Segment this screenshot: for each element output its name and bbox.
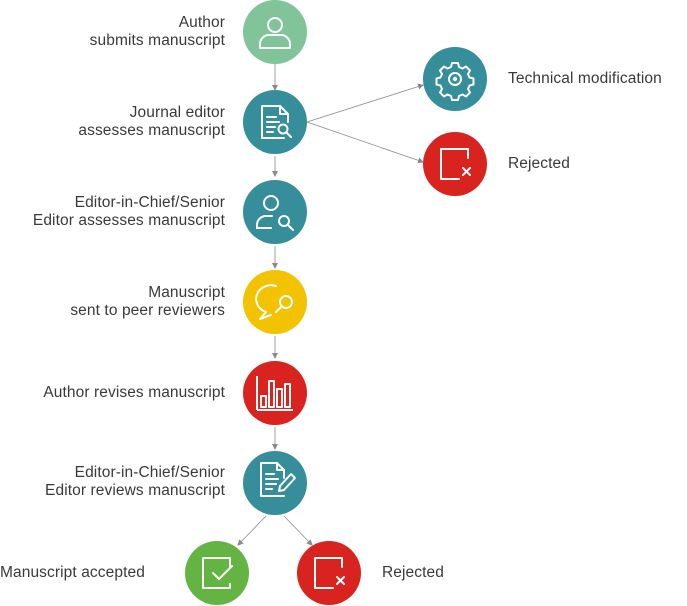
reject-box-icon	[440, 148, 471, 180]
label-submit-line1: Author	[178, 14, 225, 31]
label-senior-review: Editor-in-Chief/Senior Editor reviews ma…	[45, 464, 225, 500]
label-senior-assess: Editor-in-Chief/Senior Editor assesses m…	[33, 194, 225, 230]
node-reject-early	[423, 132, 487, 196]
person-icon	[259, 17, 291, 49]
arrow-review-to-rejected	[283, 515, 313, 546]
gear-icon	[435, 62, 475, 101]
accept-box-icon	[202, 557, 233, 589]
node-reject-final	[297, 541, 361, 605]
node-peer-review	[243, 270, 307, 334]
node-senior-review	[243, 451, 307, 515]
label-submit-line2: submits manuscript	[89, 32, 225, 49]
label-assess: Journal editor assesses manuscript	[78, 104, 225, 140]
chat-search-icon	[255, 284, 293, 320]
person-search-icon	[256, 195, 294, 231]
node-senior-assess	[243, 180, 307, 244]
node-technical	[423, 47, 487, 111]
label-senior-review-line1: Editor-in-Chief/Senior	[74, 464, 225, 481]
label-technical-line1: Technical modification	[508, 70, 662, 87]
label-senior-review-line2: Editor reviews manuscript	[45, 482, 225, 499]
label-reject-early: Rejected	[508, 155, 570, 173]
document-edit-icon	[260, 462, 296, 497]
node-accepted	[185, 541, 249, 605]
label-accepted: Manuscript accepted	[0, 564, 145, 582]
label-revise-line1: Author revises manuscript	[43, 384, 225, 401]
arrow-assess-to-technical	[306, 83, 424, 123]
arrow-assess-to-rejected	[306, 121, 424, 164]
label-peer-review-line2: sent to peer reviewers	[70, 302, 225, 319]
label-reject-final-line1: Rejected	[382, 564, 444, 581]
label-reject-final: Rejected	[382, 564, 444, 582]
node-revise	[243, 361, 307, 425]
label-submit: Author submits manuscript	[90, 14, 225, 50]
label-assess-line1: Journal editor	[129, 104, 225, 121]
label-peer-review-line1: Manuscript	[148, 284, 225, 301]
arrow-review-to-accepted	[237, 515, 267, 546]
label-technical: Technical modification	[508, 70, 662, 88]
label-reject-early-line1: Rejected	[508, 155, 570, 172]
label-peer-review: Manuscript sent to peer reviewers	[70, 284, 225, 320]
label-accepted-line1: Manuscript accepted	[0, 564, 145, 581]
node-submit	[243, 0, 307, 64]
label-senior-assess-line1: Editor-in-Chief/Senior	[74, 194, 225, 211]
node-assess	[243, 90, 307, 154]
bar-chart-icon	[256, 376, 293, 411]
label-revise: Author revises manuscript	[43, 384, 225, 402]
reject-box-icon	[314, 557, 345, 589]
connectors	[237, 64, 424, 546]
label-assess-line2: assesses manuscript	[78, 122, 225, 139]
document-search-icon	[261, 105, 292, 139]
label-senior-assess-line2: Editor assesses manuscript	[32, 212, 225, 229]
